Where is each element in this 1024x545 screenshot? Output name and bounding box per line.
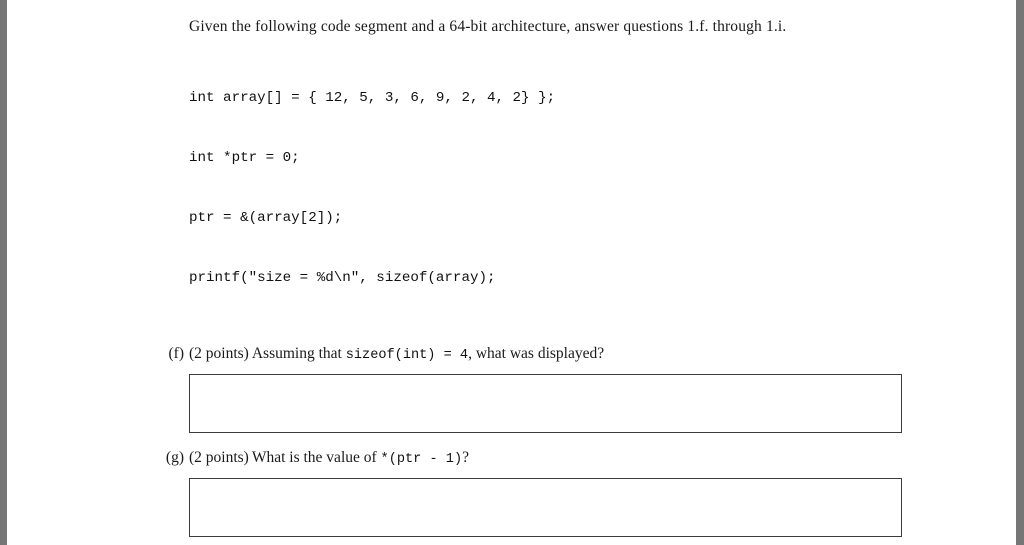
question-label-f: (f)	[168, 345, 185, 362]
question-label-g: (g)	[165, 449, 184, 466]
question-points-f: (2 points)	[189, 345, 249, 362]
document-page: Given the following code segment and a 6…	[7, 0, 1016, 545]
question-prompt-before-f: Assuming that	[251, 345, 342, 362]
answer-box-f[interactable]	[189, 374, 902, 433]
left-window-gutter	[0, 0, 7, 545]
question-prompt-before-g: What is the value of	[251, 449, 377, 466]
question-points-g: (2 points)	[189, 449, 249, 466]
intro-paragraph: Given the following code segment and a 6…	[189, 18, 787, 35]
question-text-g: (2 points)What is the value of *(ptr - 1…	[189, 449, 470, 467]
code-line-3: ptr = &(array[2]);	[189, 210, 343, 226]
code-line-1: int array[] = { 12, 5, 3, 6, 9, 2, 4, 2}…	[189, 90, 556, 106]
question-item-g: (g) (2 points)What is the value of *(ptr…	[162, 447, 922, 470]
question-prompt-after-g: ?	[462, 449, 470, 466]
document-content: Given the following code segment and a 6…	[162, 0, 922, 545]
code-line-4: printf("size = %d\n", sizeof(array);	[189, 270, 496, 286]
answer-box-g[interactable]	[189, 478, 902, 537]
question-code-f: sizeof(int) = 4	[345, 348, 469, 363]
question-code-g: *(ptr - 1)	[380, 452, 463, 467]
question-prompt-after-f: , what was displayed?	[468, 345, 605, 362]
code-line-2: int *ptr = 0;	[189, 150, 300, 166]
question-text-f: (2 points)Assuming that sizeof(int) = 4,…	[189, 345, 605, 363]
question-item-f: (f) (2 points)Assuming that sizeof(int) …	[162, 343, 922, 366]
right-scrollbar-track[interactable]	[1016, 0, 1024, 545]
code-listing: int array[] = { 12, 5, 3, 6, 9, 2, 4, 2}…	[162, 37, 922, 328]
